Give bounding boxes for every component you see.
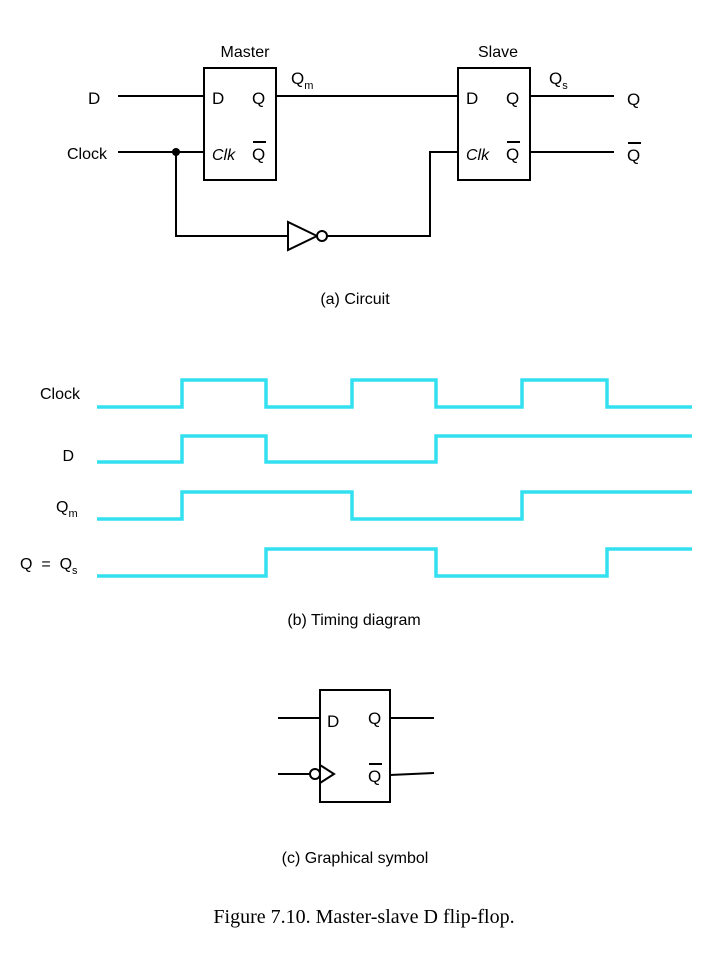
slave-d-pin: D xyxy=(466,89,478,108)
qs-waveform xyxy=(97,547,692,578)
symbol-qbar-wire xyxy=(389,772,435,776)
timing-diagram: Clock D Qm Q = Qs (b) Timing diagram xyxy=(20,378,692,629)
master-clk-pin: Clk xyxy=(212,147,236,164)
circuit-caption: (a) Circuit xyxy=(320,291,390,308)
qm-signal-label: Qm xyxy=(56,499,78,520)
inverter-to-slave-clk-wire xyxy=(327,151,458,237)
graphical-symbol: D Q Q (c) Graphical symbol xyxy=(278,689,435,867)
clock-to-inverter-wire xyxy=(175,152,288,237)
master-flip-flop xyxy=(203,67,277,181)
figure-caption: Figure 7.10. Master-slave D flip-flop. xyxy=(213,906,514,928)
inverter-bubble xyxy=(316,230,328,242)
timing-caption: (b) Timing diagram xyxy=(287,612,420,629)
input-d-label: D xyxy=(88,89,100,108)
slave-q-pin: Q xyxy=(506,89,519,108)
symbol-flip-flop xyxy=(319,689,391,803)
qs-signal-label: Q = Qs xyxy=(20,556,78,577)
slave-clk-pin: Clk xyxy=(466,147,490,164)
output-q-label: Q xyxy=(627,90,640,109)
d-signal-label: D xyxy=(62,448,74,465)
clock-signal-label: Clock xyxy=(40,386,81,403)
slave-label: Slave xyxy=(478,44,518,61)
input-clock-label: Clock xyxy=(67,146,108,163)
symbol-d-pin: D xyxy=(327,712,339,731)
qm-waveform xyxy=(97,490,692,521)
symbol-clock-triangle xyxy=(319,764,336,784)
output-qbar-label: Q xyxy=(627,146,640,165)
qs-label: Qs xyxy=(549,69,568,92)
master-q-pin: Q xyxy=(252,89,265,108)
inverter-triangle xyxy=(287,220,320,252)
symbol-clock-bubble xyxy=(309,768,321,780)
d-waveform xyxy=(97,434,692,464)
master-label: Master xyxy=(221,44,271,61)
slave-qbar-pin: Q xyxy=(506,145,519,164)
clock-waveform xyxy=(97,378,692,409)
circuit: Master Slave D Q Clk Q D Q Clk Q D Clock… xyxy=(67,44,641,308)
master-qbar-pin: Q xyxy=(252,145,265,164)
symbol-qbar-pin: Q xyxy=(368,767,381,786)
symbol-caption: (c) Graphical symbol xyxy=(282,850,429,867)
waveforms xyxy=(97,378,692,578)
qm-label: Qm xyxy=(291,69,313,92)
slave-flip-flop xyxy=(457,67,531,181)
master-d-pin: D xyxy=(212,89,224,108)
symbol-q-pin: Q xyxy=(368,709,381,728)
